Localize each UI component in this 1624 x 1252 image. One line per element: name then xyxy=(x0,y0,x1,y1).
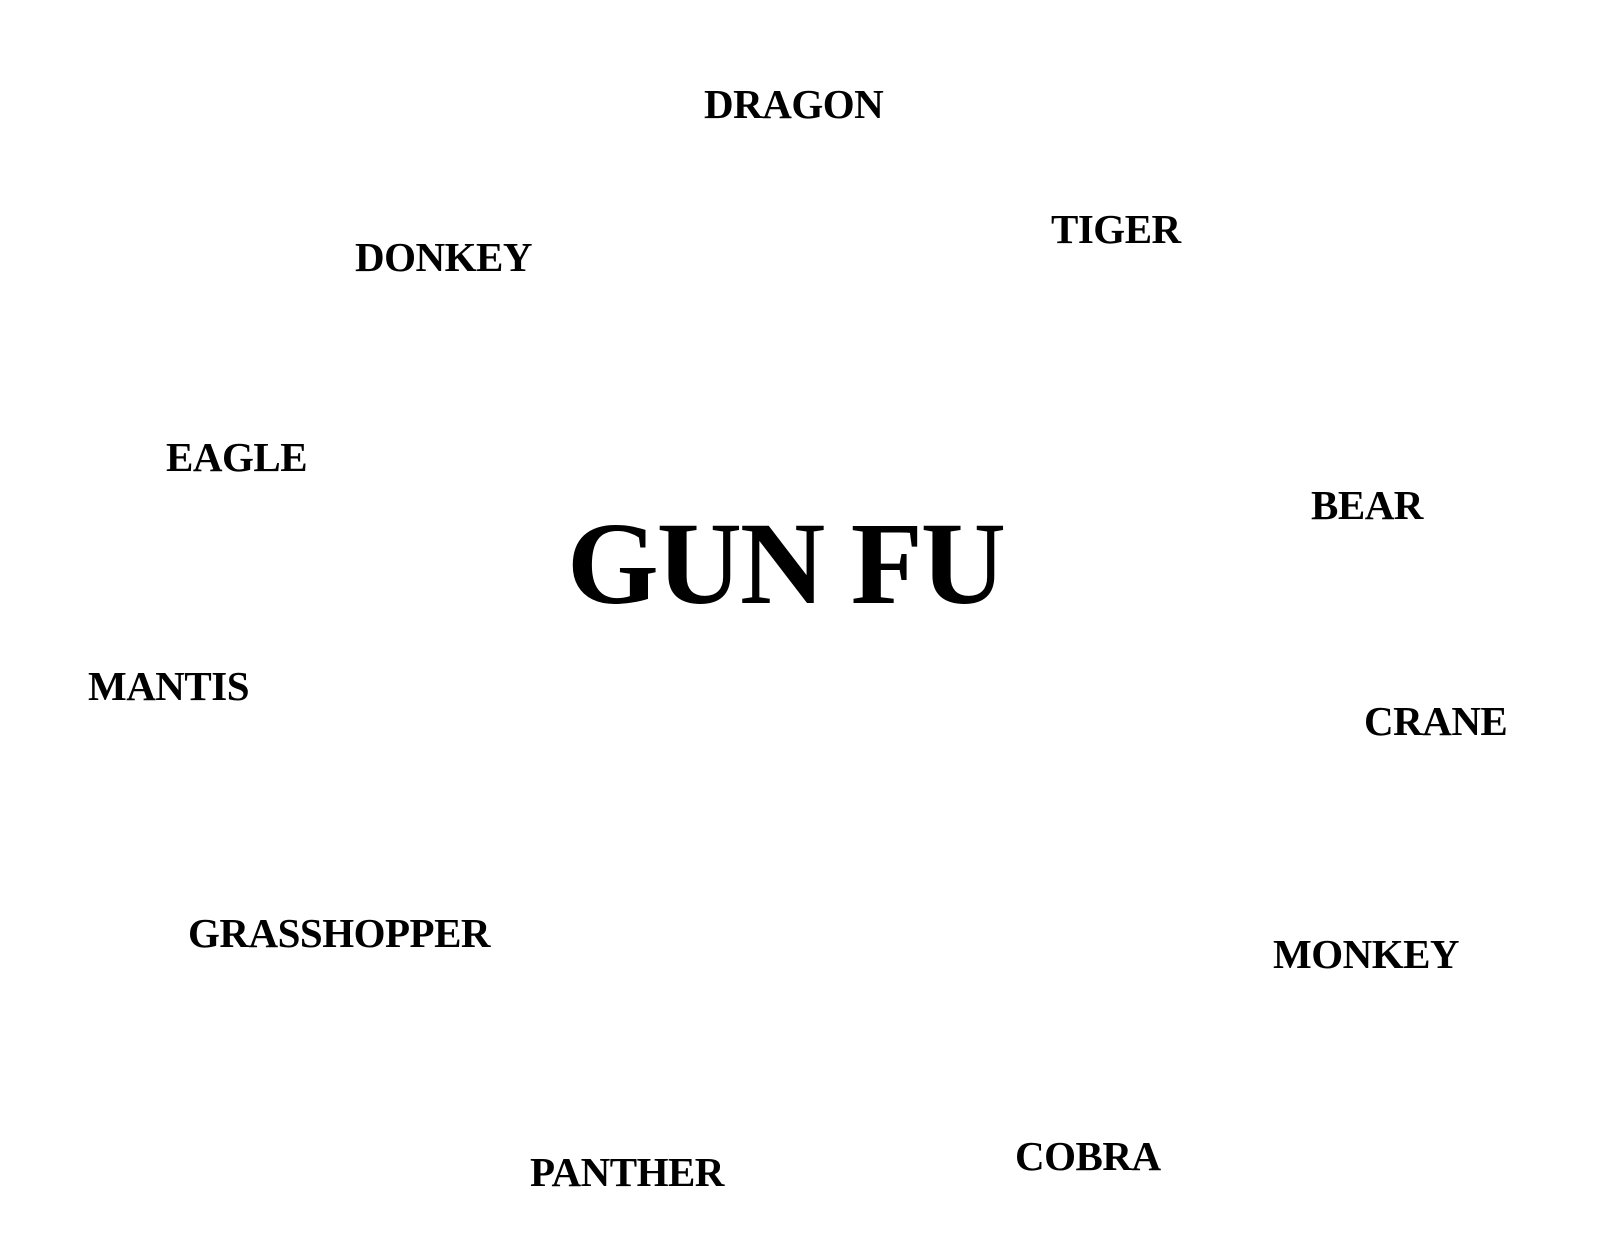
animal-label-eagle: EAGLE xyxy=(166,434,308,480)
animal-label-grasshopper: GRASSHOPPER xyxy=(188,910,491,956)
animal-label-crane: CRANE xyxy=(1364,698,1508,744)
animal-label-monkey: MONKEY xyxy=(1273,931,1460,977)
center-title: GUN FU xyxy=(567,498,1006,629)
animal-label-cobra: COBRA xyxy=(1015,1133,1161,1179)
animal-label-dragon: DRAGON xyxy=(704,81,884,127)
animal-label-bear: BEAR xyxy=(1311,482,1423,528)
animal-label-donkey: DONKEY xyxy=(355,234,532,280)
animal-label-mantis: MANTIS xyxy=(88,663,250,709)
animal-label-tiger: TIGER xyxy=(1051,206,1181,252)
animal-label-panther: PANTHER xyxy=(530,1149,724,1195)
